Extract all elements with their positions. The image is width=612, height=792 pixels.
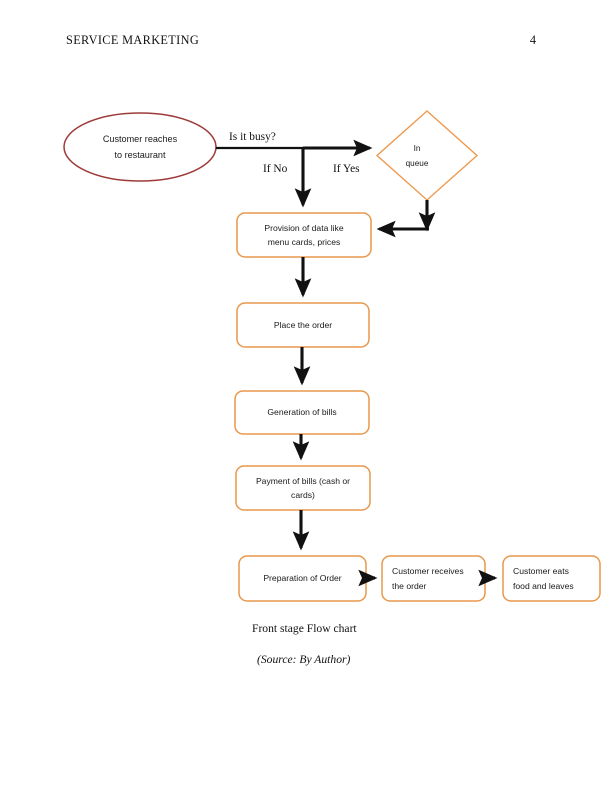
node-payment-shape bbox=[235, 465, 371, 511]
page-number: 4 bbox=[529, 33, 536, 47]
node-place-order-shape bbox=[236, 302, 370, 348]
figure-source: (Source: By Author) bbox=[257, 653, 351, 666]
node-eats-shape bbox=[502, 555, 601, 602]
node-receives-shape bbox=[381, 555, 486, 602]
page-title: SERVICE MARKETING bbox=[66, 33, 200, 47]
figure-caption: Front stage Flow chart bbox=[252, 622, 357, 635]
node-generation-shape bbox=[234, 390, 370, 435]
node-decision-shape bbox=[375, 110, 479, 201]
node-start-shape bbox=[63, 112, 217, 182]
node-preparation-shape bbox=[238, 555, 367, 602]
node-provision-shape bbox=[236, 212, 372, 258]
document-header: SERVICE MARKETING 4 bbox=[66, 33, 546, 53]
